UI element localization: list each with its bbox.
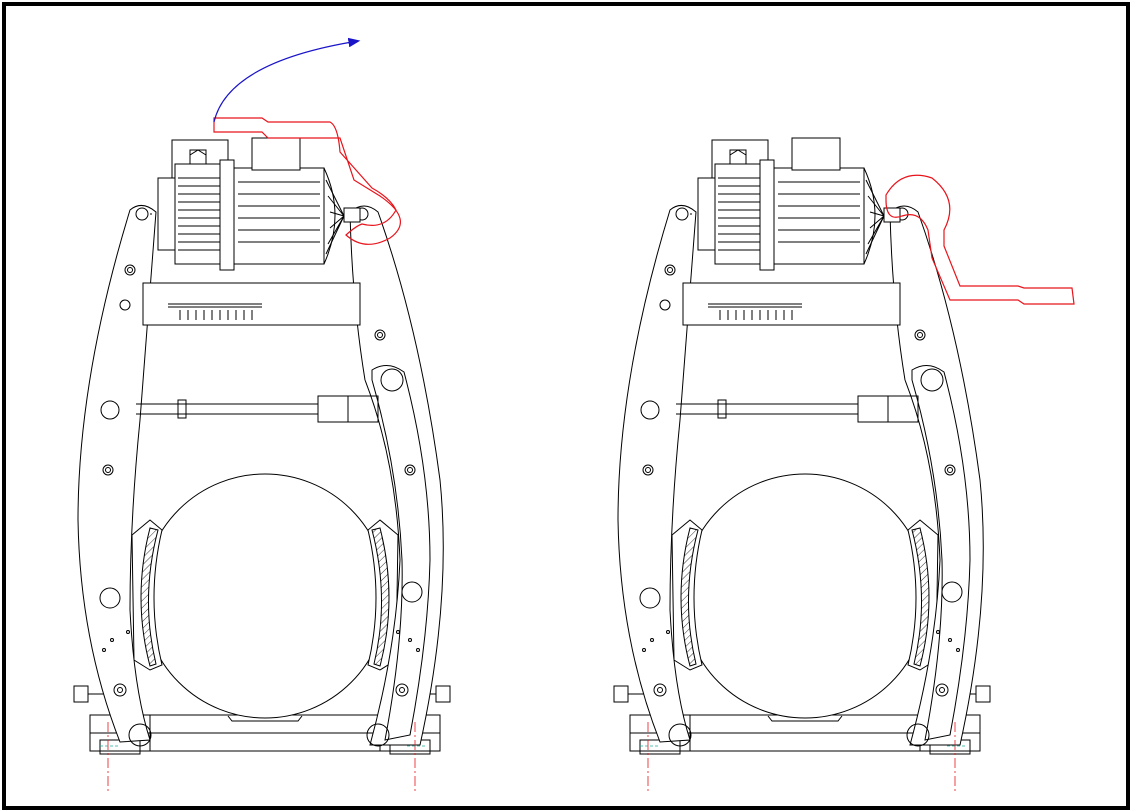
brake-view-right <box>613 137 1075 793</box>
release-handle-left <box>213 117 401 245</box>
brake-view-left <box>73 37 451 793</box>
rotation-arrow <box>213 37 361 123</box>
release-handle-right <box>885 174 1075 305</box>
